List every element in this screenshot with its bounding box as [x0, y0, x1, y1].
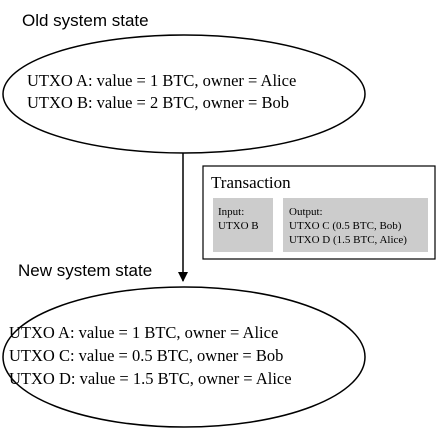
- output-panel: [283, 198, 428, 252]
- output-item-c: UTXO C (0.5 BTC, Bob): [289, 220, 402, 232]
- old-state-line-b: UTXO B: value = 2 BTC, owner = Bob: [27, 93, 289, 112]
- new-state-line-c: UTXO C: value = 0.5 BTC, owner = Bob: [9, 346, 283, 365]
- old-state-heading: Old system state: [22, 11, 149, 30]
- input-label: Input:: [218, 206, 244, 218]
- old-state-line-a: UTXO A: value = 1 BTC, owner = Alice: [27, 71, 296, 90]
- new-state-line-d: UTXO D: value = 1.5 BTC, owner = Alice: [9, 369, 292, 388]
- new-state-heading: New system state: [18, 261, 152, 280]
- output-item-d: UTXO D (1.5 BTC, Alice): [289, 234, 407, 246]
- new-state-ellipse: [2, 286, 366, 428]
- new-state-line-a: UTXO A: value = 1 BTC, owner = Alice: [9, 323, 278, 342]
- input-item: UTXO B: [218, 220, 259, 232]
- output-label: Output:: [289, 206, 323, 218]
- old-state-ellipse: [2, 34, 366, 154]
- transaction-title: Transaction: [211, 173, 291, 192]
- input-panel: [213, 198, 273, 252]
